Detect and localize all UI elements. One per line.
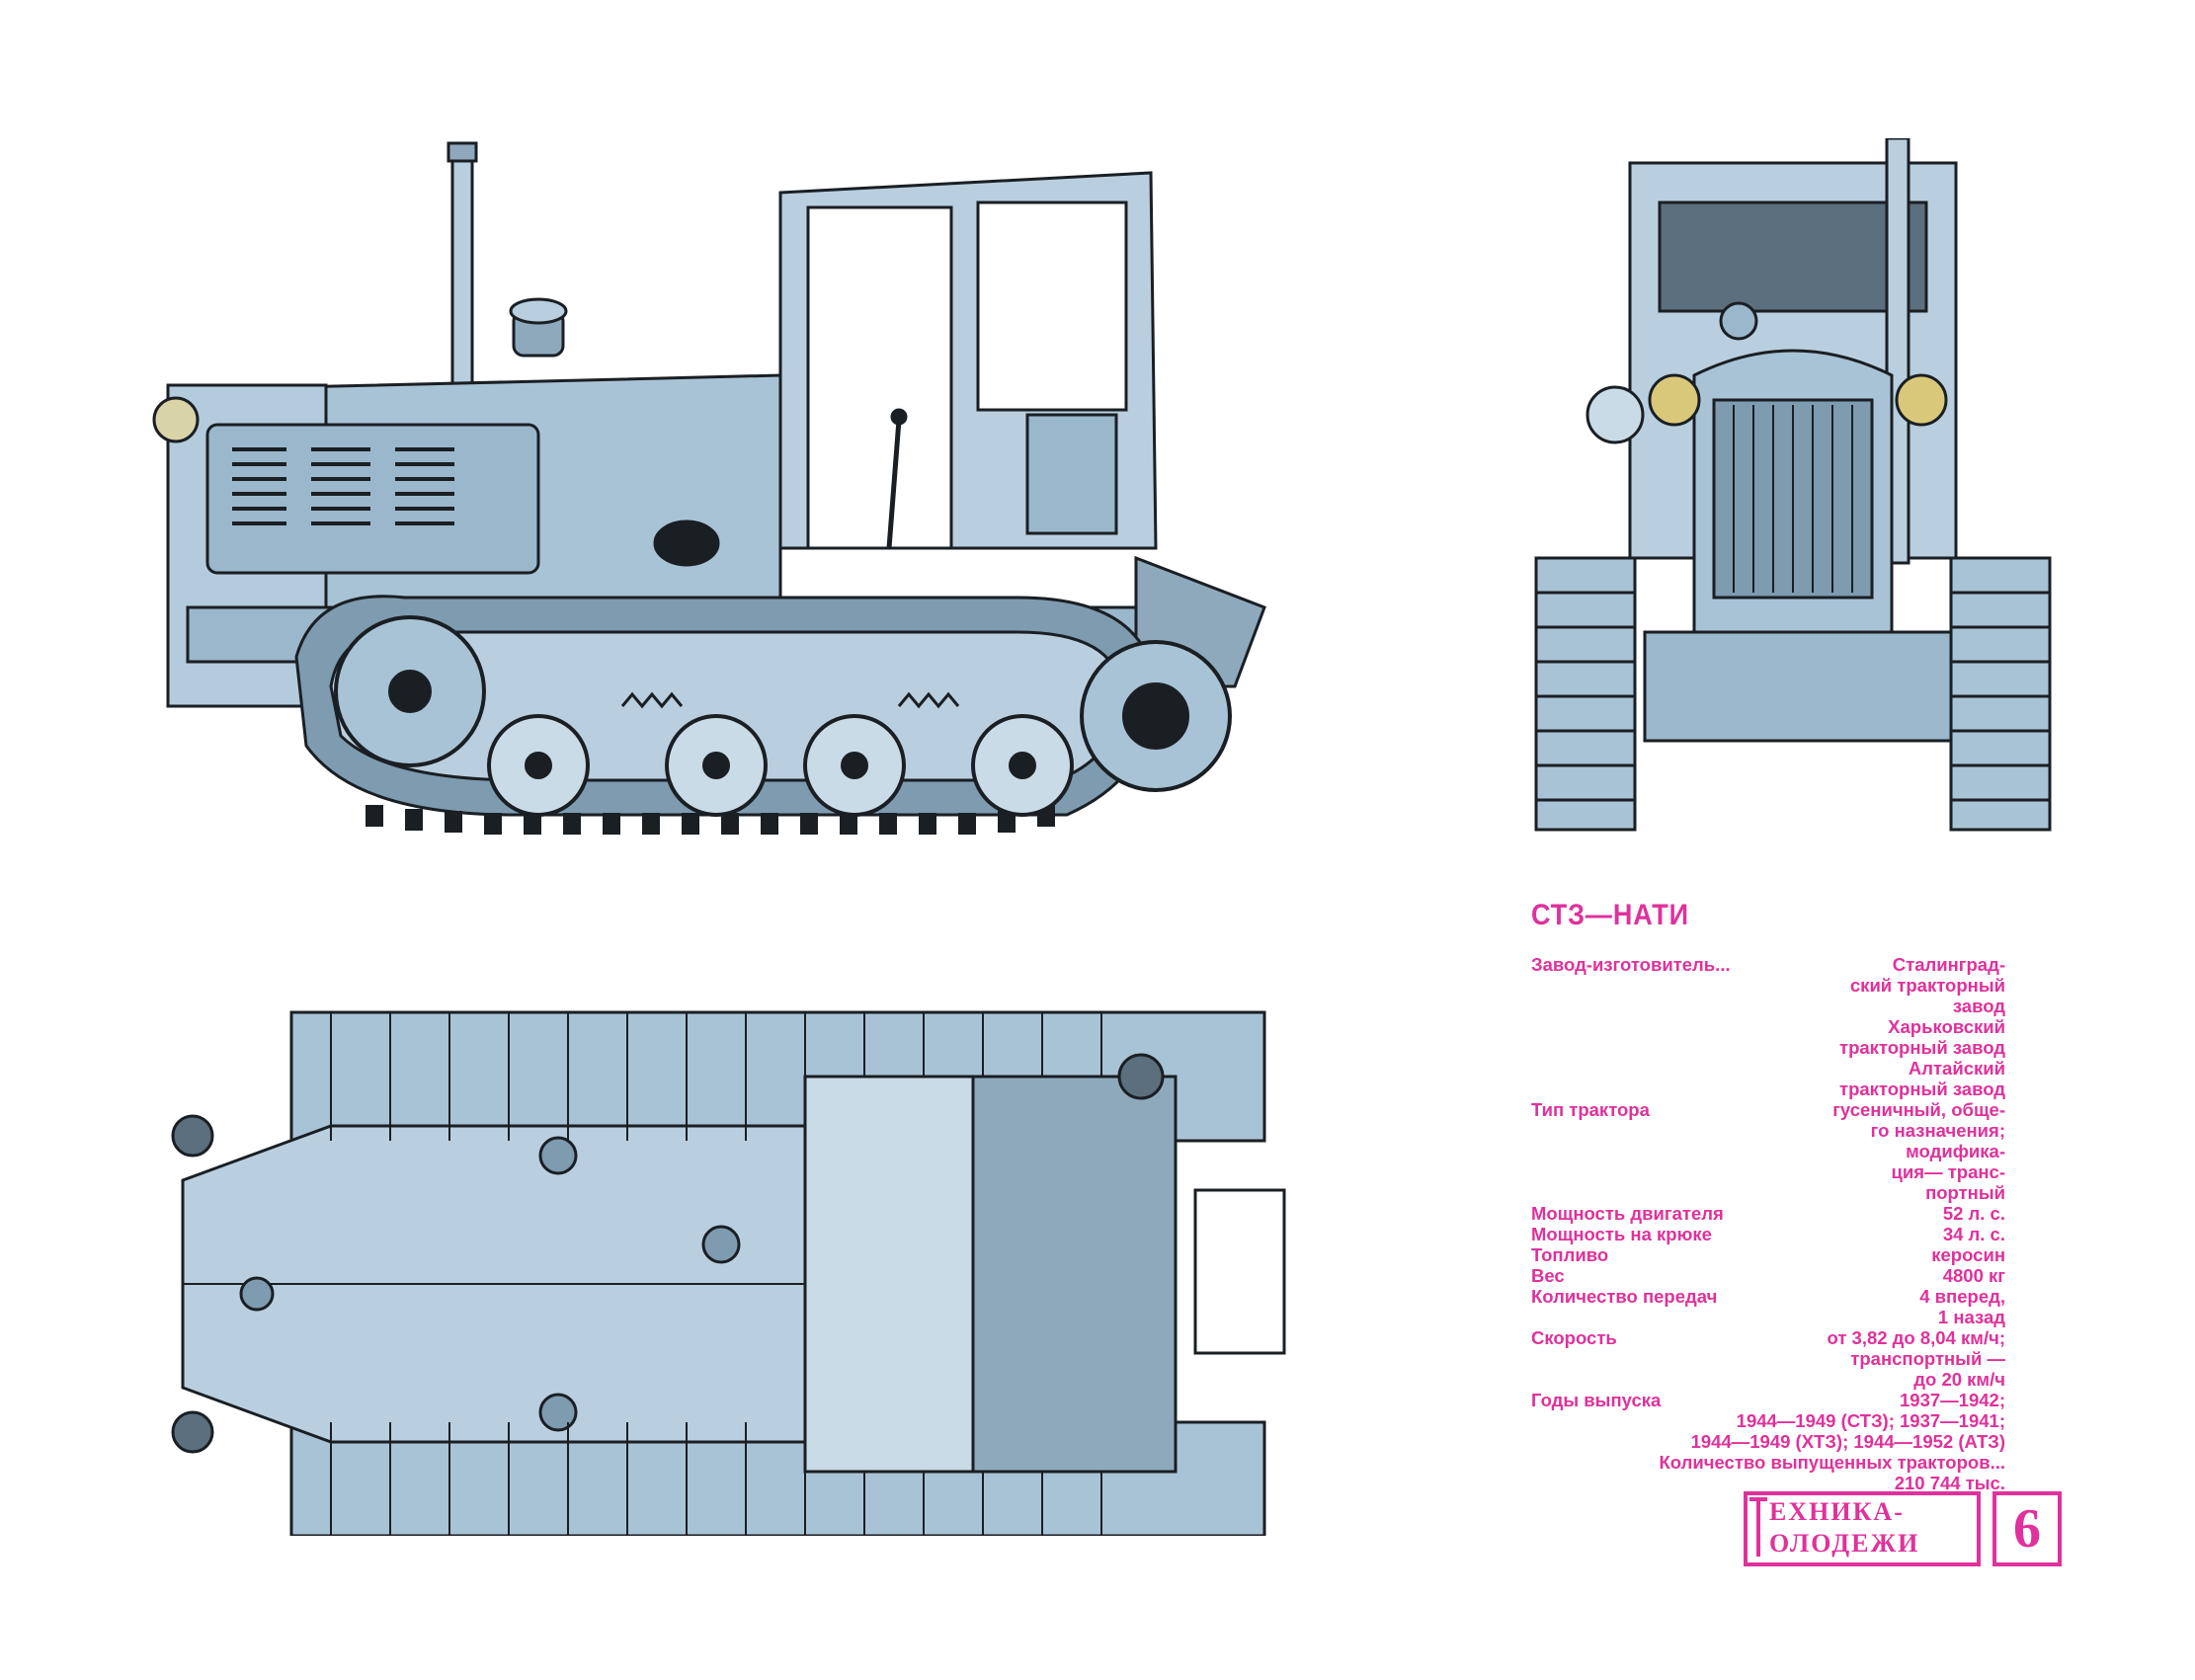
magazine-logo: ЕХНИКА- ОЛОДЕЖИ 6 <box>1744 1491 2070 1566</box>
spec-value: Алтайский <box>1908 1058 2005 1079</box>
spec-value: модифика- <box>1906 1141 2005 1161</box>
top-view <box>153 998 1289 1536</box>
logo-tm-icon <box>1749 1497 1767 1557</box>
front-view <box>1516 138 2089 849</box>
left-track-front <box>1534 556 1637 832</box>
spec-value: ский тракторный <box>1849 975 2005 996</box>
spec-row-weight: Вес 4800 кг <box>1531 1265 2005 1286</box>
spec-value: тракторный завод <box>1839 1079 2005 1099</box>
spec-value: го назначения; <box>1870 1120 2005 1141</box>
exhaust-stack <box>450 141 474 392</box>
spec-row-type: Тип трактора гусеничный, обще- го назнач… <box>1531 1099 2005 1203</box>
spec-label: Завод-изготовитель... <box>1531 954 1731 975</box>
spec-label: Скорость <box>1531 1327 1617 1348</box>
spec-label: Топливо <box>1531 1244 1609 1265</box>
spec-value: Сталинград- <box>1892 954 2005 975</box>
spec-row-fuel: Топливо керосин <box>1531 1244 2005 1265</box>
spec-value: завод <box>1952 996 2005 1016</box>
spec-value: гусеничный, обще- <box>1832 1099 2005 1120</box>
spec-value: 1944—1949 (СТЗ); 1937—1941; <box>1736 1410 2005 1431</box>
spec-label: Годы выпуска <box>1531 1390 1662 1410</box>
spec-value: до 20 км/ч <box>1913 1369 2005 1390</box>
spec-label: Вес <box>1531 1265 1565 1286</box>
side-view <box>148 133 1304 864</box>
issue-number: 6 <box>1992 1491 2062 1566</box>
spec-row-engine-power: Мощность двигателя 52 л. с. <box>1531 1203 2005 1224</box>
spec-value: 4 вперед, <box>1919 1286 2005 1307</box>
spec-row-count: Количество выпущенных тракторов... 210 7… <box>1531 1452 2006 1493</box>
right-track-front <box>1949 556 2052 832</box>
spec-value: 52 л. с. <box>1942 1203 2005 1224</box>
spec-value: 1 назад <box>1937 1307 2005 1327</box>
spec-value: 1937—1942; <box>1900 1390 2005 1410</box>
spec-label: Количество передач <box>1531 1286 1718 1307</box>
spec-value: тракторный завод <box>1839 1037 2005 1058</box>
spec-value: транспортный — <box>1850 1348 2005 1369</box>
spec-row-speed: Скорость от 3,82 до 8,04 км/ч; транспорт… <box>1531 1327 2005 1390</box>
spec-value: портный <box>1925 1182 2005 1203</box>
spec-value: ция— транс- <box>1891 1161 2005 1182</box>
spec-value: Харьковский <box>1888 1016 2005 1037</box>
spec-title: СТЗ—НАТИ <box>1531 899 1689 931</box>
spec-value: керосин <box>1931 1244 2005 1265</box>
top-view-drawing <box>171 1010 1286 1536</box>
spec-value: 4800 кг <box>1942 1265 2005 1286</box>
spec-value: от 3,82 до 8,04 км/ч; <box>1827 1327 2005 1348</box>
logo-line1: ЕХНИКА- <box>1769 1497 1905 1526</box>
spec-label: Количество выпущенных тракторов... <box>1659 1452 2006 1473</box>
front-view-drawing <box>1534 138 2052 832</box>
spec-row-drawbar-power: Мощность на крюке 34 л. с. <box>1531 1224 2005 1244</box>
spec-label: Мощность двигателя <box>1531 1203 1724 1224</box>
side-view-drawing <box>152 141 1266 835</box>
spec-row-years: Годы выпуска 1937—1942; <box>1531 1390 2005 1410</box>
logo-line2: ОЛОДЕЖИ <box>1769 1529 1920 1558</box>
logo-box: ЕХНИКА- ОЛОДЕЖИ <box>1744 1491 1981 1566</box>
spec-row-manufacturer: Завод-изготовитель... Сталинград- ский т… <box>1531 954 2005 1099</box>
spec-label: Тип трактора <box>1531 1099 1650 1120</box>
spec-value: 210 744 тыс. <box>1894 1473 2005 1493</box>
spec-row-gears: Количество передач 4 вперед, 1 назад <box>1531 1286 2005 1327</box>
spec-value: 34 л. с. <box>1942 1224 2005 1244</box>
spec-value: 1944—1949 (ХТЗ); 1944—1952 (АТЗ) <box>1690 1431 2005 1452</box>
spec-label: Мощность на крюке <box>1531 1224 1712 1244</box>
spec-row-years-cont: 1944—1949 (СТЗ); 1937—1941; 1944—1949 (Х… <box>1531 1410 2005 1452</box>
spec-sheet: СТЗ—НАТИ Завод-изготовитель... Сталингра… <box>1531 899 2005 1493</box>
